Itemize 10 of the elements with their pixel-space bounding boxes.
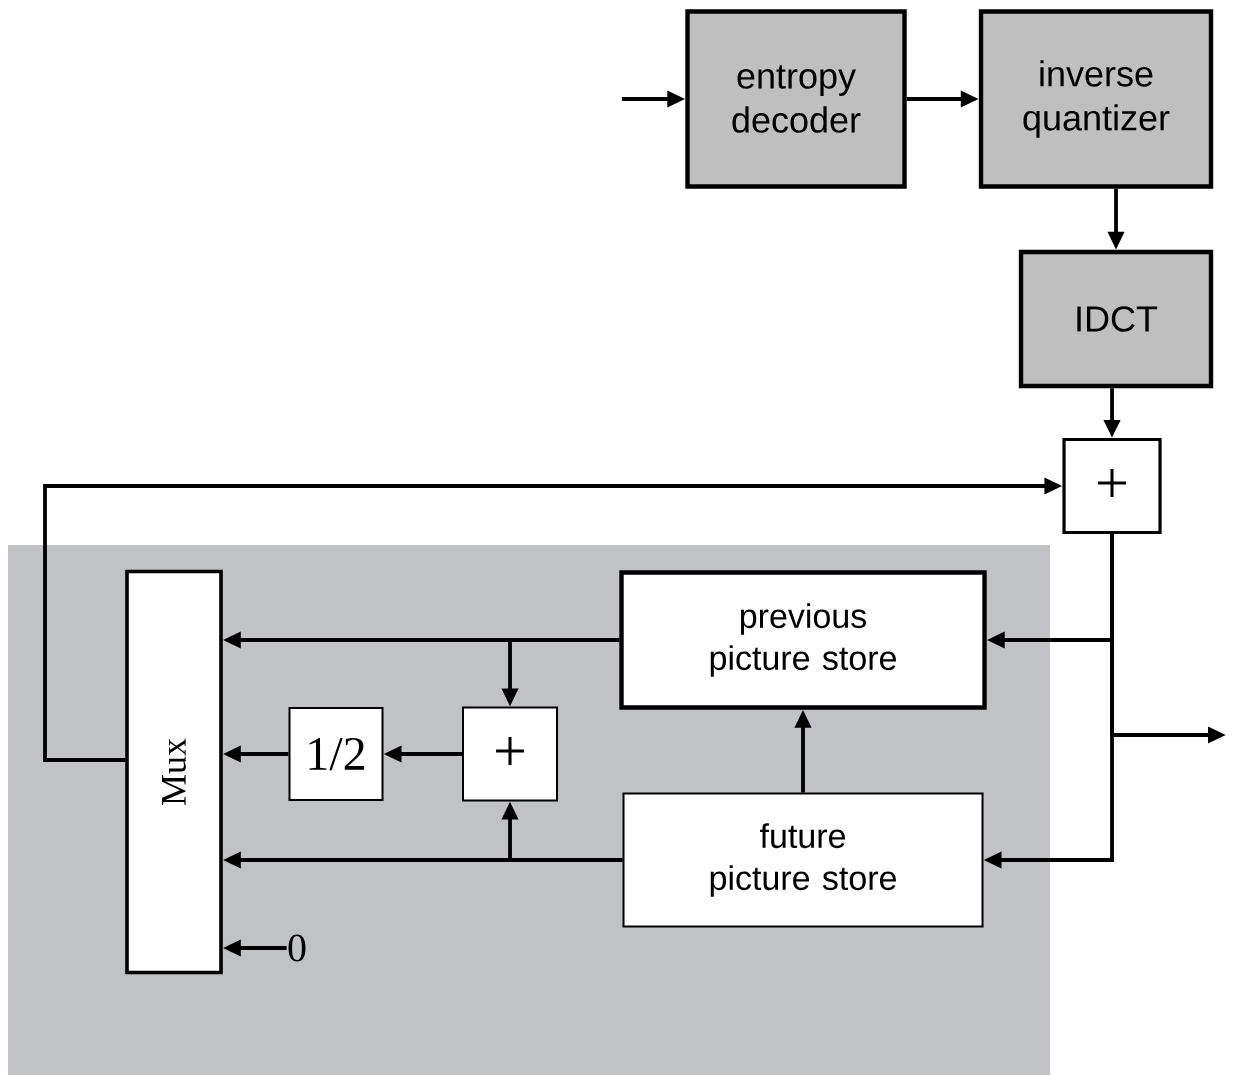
memory-box: previous picture store — [619, 570, 987, 710]
process-box: IDCT — [1018, 249, 1214, 389]
memory-box: future picture store — [622, 792, 984, 928]
adder-box: + — [462, 706, 558, 802]
process-box: inverse quantizer — [978, 9, 1214, 189]
multiplexer-box: Mux — [125, 569, 223, 975]
scaler-box: 1/2 — [288, 707, 384, 801]
process-box: entropy decoder — [685, 9, 907, 189]
adder-box: + — [1062, 437, 1162, 535]
input-value: 0 — [288, 934, 306, 962]
